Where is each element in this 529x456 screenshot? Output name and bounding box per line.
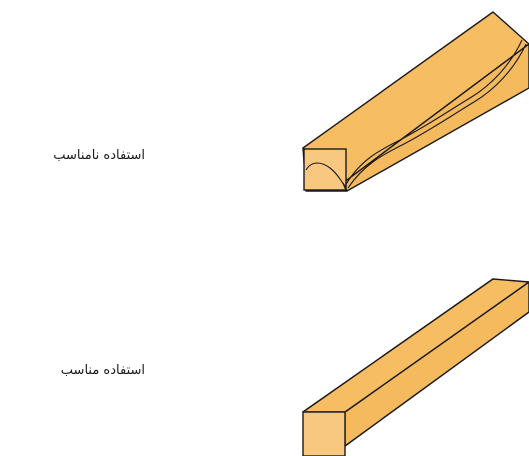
- caption-improper-use: استفاده نامناسب: [53, 148, 145, 163]
- caption-proper-use: استفاده مناسب: [61, 363, 145, 378]
- beam-proper: [303, 279, 529, 456]
- beam-improper-end-block: [304, 149, 346, 190]
- beam-proper-end-face: [303, 412, 345, 456]
- beam-improper: [303, 12, 529, 191]
